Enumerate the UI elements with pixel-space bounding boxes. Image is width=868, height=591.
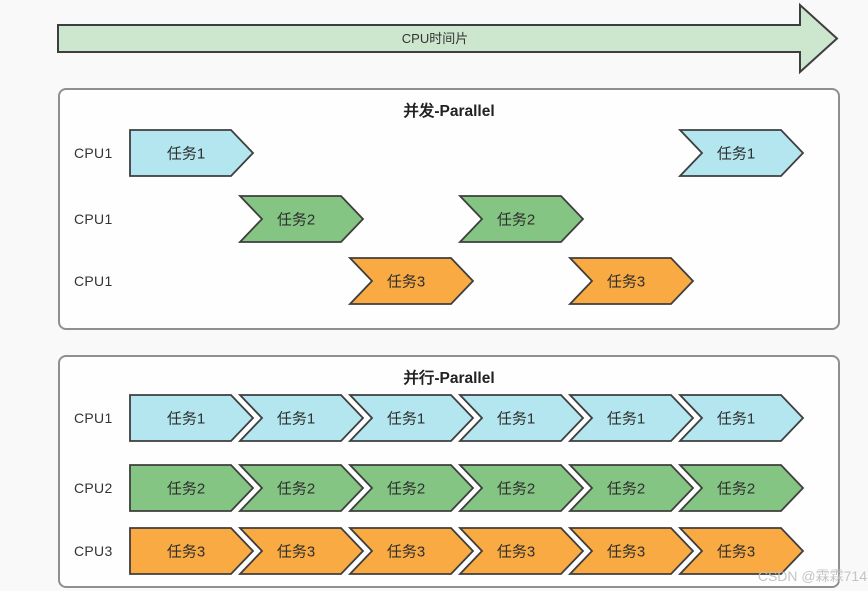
task-label: 任务3 — [387, 274, 425, 291]
task-shape-task2 — [567, 464, 695, 512]
task-label: 任务1 — [717, 146, 755, 163]
task-label: 任务1 — [607, 411, 645, 428]
task-shape-task3 — [237, 527, 365, 575]
task-shape-task3 — [347, 527, 475, 575]
watermark: CSDN @霖霖714 — [757, 568, 867, 584]
cpu-row: CPU1 任务1 任务1 — [60, 128, 838, 178]
task-label: 任务2 — [387, 481, 425, 498]
task-label: 任务2 — [497, 481, 535, 498]
cpu-row: CPU1 任务1 任务1 任务1 任务1 任务1 任务1 — [60, 393, 838, 443]
task-row-canvas: 任务1 任务1 — [129, 129, 805, 177]
task-label: 任务2 — [497, 212, 535, 229]
task-label: 任务1 — [167, 146, 205, 163]
task-shape-task1 — [347, 394, 475, 442]
task-row-canvas: 任务2 任务2 — [237, 195, 585, 243]
task-shape-task3 — [457, 527, 585, 575]
panel-parallel-title: 并行-Parallel — [403, 370, 495, 387]
task-label: 任务3 — [167, 544, 205, 561]
task-shape-task1 — [677, 394, 805, 442]
timeline-arrow-shape — [57, 2, 839, 75]
cpu-label: CPU1 — [74, 145, 113, 161]
task-label: 任务2 — [277, 481, 315, 498]
task-label: 任务3 — [387, 544, 425, 561]
task-shape-task2 — [457, 464, 585, 512]
task-row-canvas: 任务3 任务3 任务3 任务3 任务3 任务3 — [129, 527, 805, 575]
task-label: 任务3 — [277, 544, 315, 561]
task-shape-task2 — [457, 195, 585, 243]
task-label: 任务1 — [387, 411, 425, 428]
cpu-timeslice-arrow: CPU时间片 — [57, 2, 839, 75]
cpu-row: CPU3 任务3 任务3 任务3 任务3 任务3 任务3 — [60, 526, 838, 576]
task-shape-task1 — [129, 394, 255, 442]
cpu-label: CPU3 — [74, 543, 113, 559]
cpu-row: CPU1 任务3 任务3 — [60, 256, 838, 306]
task-shape-task2 — [677, 464, 805, 512]
task-label: 任务3 — [607, 544, 645, 561]
task-shape-task2 — [347, 464, 475, 512]
task-row-canvas: 任务1 任务1 任务1 任务1 任务1 任务1 — [129, 394, 805, 442]
task-shape-task1 — [567, 394, 695, 442]
task-label: 任务3 — [717, 544, 755, 561]
task-label: 任务2 — [717, 481, 755, 498]
task-shape-task2 — [237, 464, 365, 512]
task-shape-task2 — [129, 464, 255, 512]
task-label: 任务2 — [277, 212, 315, 229]
task-shape-task3 — [677, 527, 805, 575]
task-label: 任务1 — [497, 411, 535, 428]
task-label: 任务1 — [717, 411, 755, 428]
task-shape-task1 — [457, 394, 585, 442]
task-shape-task1 — [237, 394, 365, 442]
task-label: 任务1 — [277, 411, 315, 428]
task-label: 任务1 — [167, 411, 205, 428]
task-shape-task3 — [347, 257, 475, 305]
task-label: 任务3 — [607, 274, 645, 291]
task-row-canvas: 任务3 任务3 — [347, 257, 695, 305]
task-label: 任务2 — [167, 481, 205, 498]
task-shape-task1 — [677, 129, 805, 177]
cpu-label: CPU2 — [74, 480, 113, 496]
panel-concurrent-title: 并发-Parallel — [403, 103, 495, 120]
cpu-label: CPU1 — [74, 273, 113, 289]
task-shape-task2 — [237, 195, 365, 243]
task-shape-task1 — [129, 129, 255, 177]
cpu-row: CPU2 任务2 任务2 任务2 任务2 任务2 任务2 — [60, 463, 838, 513]
cpu-label: CPU1 — [74, 211, 113, 227]
task-shape-task3 — [567, 527, 695, 575]
task-label: 任务2 — [607, 481, 645, 498]
task-row-canvas: 任务2 任务2 任务2 任务2 任务2 任务2 — [129, 464, 805, 512]
task-label: 任务3 — [497, 544, 535, 561]
task-shape-task3 — [129, 527, 255, 575]
cpu-label: CPU1 — [74, 410, 113, 426]
cpu-row: CPU1 任务2 任务2 — [60, 194, 838, 244]
cpu-timeslice-label: CPU时间片 — [402, 31, 468, 46]
task-shape-task3 — [567, 257, 695, 305]
